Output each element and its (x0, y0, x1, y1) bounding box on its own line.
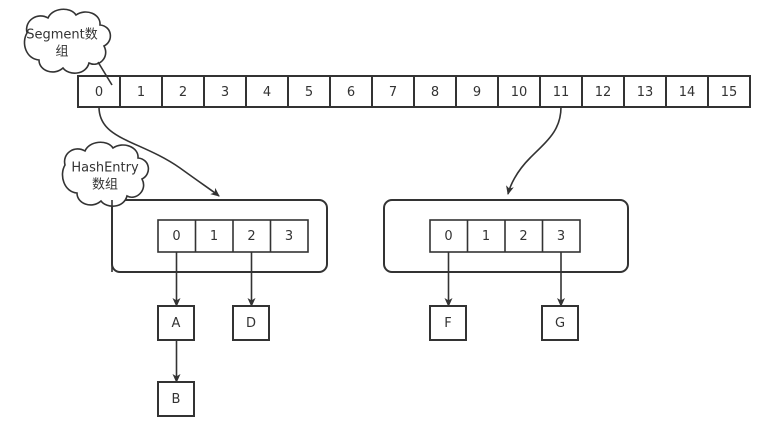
segment-cell-12[interactable]: 12 (595, 85, 612, 100)
segment-11-entry-cell-0[interactable]: 0 (444, 229, 452, 244)
segment-array: 0 1 2 3 4 5 6 7 8 9 10 11 12 13 14 15 (77, 75, 751, 108)
segment-11-entry-cell-1[interactable]: 1 (482, 229, 490, 244)
segment-0-entry-cell-2[interactable]: 2 (247, 229, 255, 244)
node-g-box (541, 305, 579, 341)
segment-cell-0[interactable]: 0 (95, 85, 103, 100)
node-g[interactable]: G (541, 305, 579, 341)
segment-cell-7[interactable]: 7 (389, 85, 397, 100)
node-a[interactable]: A (157, 305, 195, 341)
node-b-box (157, 381, 195, 417)
segment-cell-14[interactable]: 14 (679, 85, 696, 100)
node-f-label: F (444, 316, 451, 331)
segment-cell-4[interactable]: 4 (263, 85, 271, 100)
connector-segment11-to-entryarray (506, 106, 562, 195)
connector-segment0-to-entryarray (98, 106, 220, 197)
segment-cloud[interactable]: Segment数 组 (23, 8, 113, 86)
segment-cell-11[interactable]: 11 (553, 85, 570, 100)
node-a-box (157, 305, 195, 341)
hashentry-cloud[interactable]: HashEntry 数组 (61, 141, 150, 272)
segment-11-entry-cell-2[interactable]: 2 (519, 229, 527, 244)
segment-cell-8[interactable]: 8 (431, 85, 439, 100)
segment-0-entry-cell-0[interactable]: 0 (172, 229, 180, 244)
node-f-box (429, 305, 467, 341)
segment-cell-6[interactable]: 6 (347, 85, 355, 100)
segment-0-container[interactable]: 0 1 2 3 (111, 199, 328, 273)
segment-cloud-shape (23, 8, 112, 74)
segment-cell-5[interactable]: 5 (305, 85, 313, 100)
segment-0-entry-cell-1[interactable]: 1 (210, 229, 218, 244)
node-d-box (232, 305, 270, 341)
hashentry-cloud-shape (61, 141, 150, 207)
segment-0-entry-array: 0 1 2 3 (157, 219, 309, 253)
segment-cell-3[interactable]: 3 (221, 85, 229, 100)
segment-cell-13[interactable]: 13 (637, 85, 654, 100)
node-g-label: G (555, 316, 565, 331)
segment-cell-1[interactable]: 1 (137, 85, 145, 100)
segment-cloud-line2: 组 (55, 45, 68, 60)
segment-11-entry-array: 0 1 2 3 (429, 219, 581, 253)
segment-cell-2[interactable]: 2 (179, 85, 187, 100)
segment-cell-9[interactable]: 9 (473, 85, 481, 100)
segment-0-entry-cell-3[interactable]: 3 (285, 229, 293, 244)
hashentry-cloud-line1: HashEntry (71, 161, 139, 176)
node-a-label: A (172, 316, 181, 331)
segment-11-entry-cell-3[interactable]: 3 (557, 229, 565, 244)
node-b-label: B (172, 392, 181, 407)
node-d-label: D (246, 316, 256, 331)
segment-11-container[interactable]: 0 1 2 3 (383, 199, 629, 273)
hashentry-cloud-line2: 数组 (92, 178, 118, 193)
segment-cell-10[interactable]: 10 (511, 85, 528, 100)
segment-cell-15[interactable]: 15 (721, 85, 738, 100)
node-f[interactable]: F (429, 305, 467, 341)
node-b[interactable]: B (157, 381, 195, 417)
segment-cloud-tail (97, 61, 113, 86)
segment-cloud-line1: Segment数 (26, 28, 98, 43)
node-d[interactable]: D (232, 305, 270, 341)
